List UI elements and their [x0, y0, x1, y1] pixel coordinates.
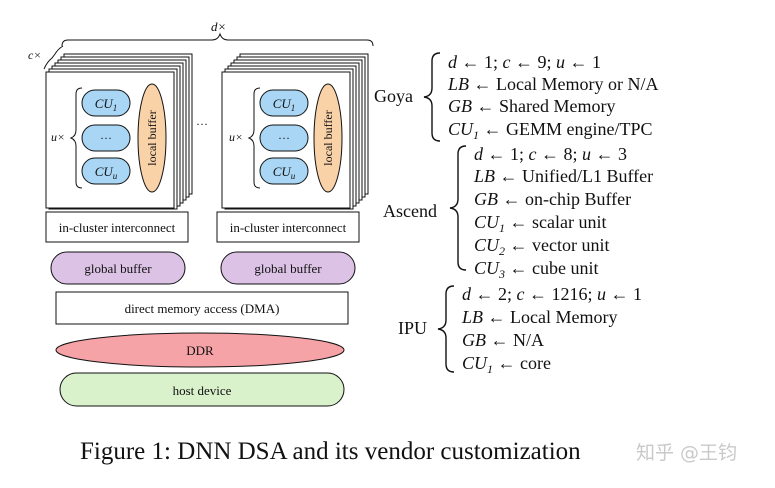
cu-dots-left: ···	[81, 124, 131, 152]
vendor-name-ascend: Ascend	[383, 201, 437, 221]
svg-text:···: ···	[278, 131, 290, 145]
interconnect-right: in-cluster interconnect	[216, 211, 360, 243]
svg-text:in-cluster interconnect: in-cluster interconnect	[230, 220, 347, 235]
local-buffer-right: local buffer	[313, 83, 343, 193]
ipu-line-3: GB ← N/A	[462, 330, 544, 350]
host-device: host device	[59, 372, 345, 407]
ipu-line-1: d ← 2; c ← 1216; u ← 1	[462, 284, 642, 304]
cu-1-right: CU1	[259, 89, 309, 117]
c-brace	[43, 45, 64, 70]
global-buffer-right: global buffer	[220, 251, 356, 285]
vendor-name-goya: Goya	[374, 86, 413, 106]
svg-text:CU1: CU1	[95, 96, 118, 113]
cluster-ellipsis: ···	[196, 117, 208, 131]
svg-text:DDR: DDR	[186, 343, 214, 358]
ipu-line-2: LB ← Local Memory	[461, 307, 617, 327]
ascend-line-3: GB ← on-chip Buffer	[474, 189, 631, 209]
u-multiplier-label-left: u×	[51, 130, 65, 144]
ddr-ellipse: DDR	[55, 332, 345, 368]
ascend-line-4: CU1 ← scalar unit	[474, 212, 607, 235]
svg-text:CUu: CUu	[95, 164, 118, 181]
c-multiplier-label: c×	[28, 48, 41, 62]
cu-dots-right: ···	[259, 124, 309, 152]
ipu-line-4: CU1 ← core	[462, 353, 551, 376]
svg-text:local buffer: local buffer	[321, 110, 335, 165]
cu-u-left: CUu	[81, 157, 131, 185]
global-buffer-left: global buffer	[50, 251, 186, 285]
ascend-line-6: CU3 ← cube unit	[474, 258, 599, 281]
local-buffer-left: local buffer	[137, 83, 167, 193]
watermark: 知乎 @王钧	[636, 442, 737, 464]
u-brace-right	[247, 87, 261, 189]
u-multiplier-label-right: u×	[229, 130, 243, 144]
svg-text:global buffer: global buffer	[84, 261, 152, 276]
d-multiplier-label: d×	[211, 19, 226, 34]
goya-line-4: CU1 ← GEMM engine/TPC	[448, 119, 653, 142]
brace-ascend	[449, 145, 467, 271]
cu-u-right: CUu	[259, 157, 309, 185]
brace-goya	[423, 52, 441, 142]
svg-text:in-cluster interconnect: in-cluster interconnect	[59, 220, 176, 235]
ascend-line-5: CU2 ← vector unit	[474, 235, 610, 258]
u-brace-left	[69, 87, 83, 189]
goya-line-3: GB ← Shared Memory	[448, 96, 615, 116]
svg-text:···: ···	[100, 131, 112, 145]
ascend-line-2: LB ← Unified/L1 Buffer	[473, 166, 653, 186]
svg-text:CUu: CUu	[273, 164, 296, 181]
goya-line-2: LB ← Local Memory or N/A	[447, 74, 658, 94]
dma-box: direct memory access (DMA)	[55, 291, 349, 325]
cu-1-left: CU1	[81, 89, 131, 117]
d-brace	[61, 32, 374, 47]
svg-text:host device: host device	[173, 383, 232, 398]
interconnect-left: in-cluster interconnect	[45, 211, 189, 243]
ascend-line-1: d ← 1; c ← 8; u ← 3	[474, 144, 627, 164]
svg-text:local buffer: local buffer	[145, 110, 159, 165]
vendor-name-ipu: IPU	[398, 318, 427, 338]
svg-text:direct memory access (DMA): direct memory access (DMA)	[125, 301, 280, 316]
goya-line-1: d ← 1; c ← 9; u ← 1	[448, 52, 601, 72]
svg-text:CU1: CU1	[273, 96, 296, 113]
svg-text:global buffer: global buffer	[254, 261, 322, 276]
figure-caption: Figure 1: DNN DSA and its vendor customi…	[80, 438, 581, 465]
brace-ipu	[437, 285, 455, 373]
